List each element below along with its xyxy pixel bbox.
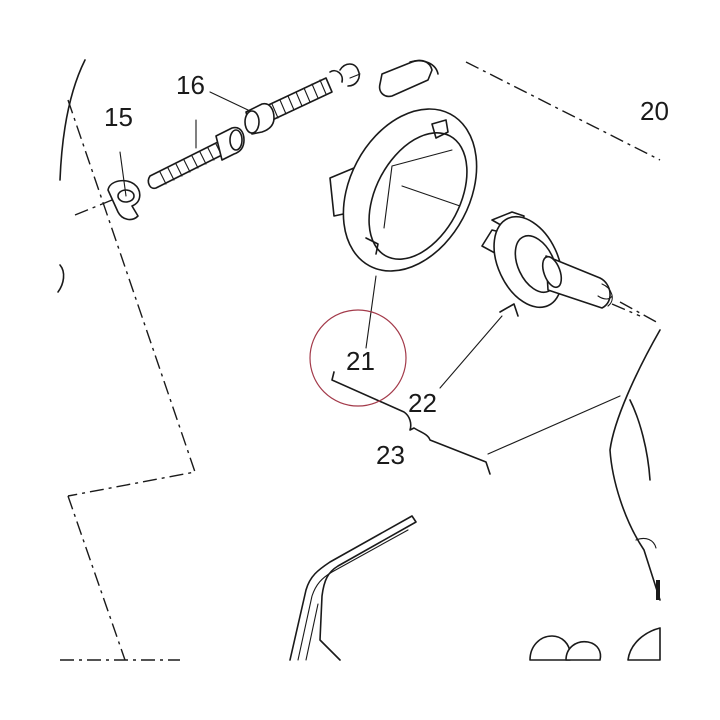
label-part-22: 22 [408, 388, 437, 418]
housing-outline [57, 59, 661, 661]
part-21-socket-ring [329, 108, 478, 349]
highlight-circle [309, 309, 407, 407]
part-23-bracket [331, 371, 621, 475]
label-part-15: 15 [104, 102, 133, 132]
part-16-bolt [209, 69, 344, 135]
upper-clip [339, 59, 439, 98]
part-15-bolt [147, 119, 245, 190]
label-part-23: 23 [376, 440, 405, 470]
label-part-21: 21 [346, 346, 375, 376]
lower-bracket [289, 515, 417, 661]
label-part-16: 16 [176, 70, 205, 100]
lower-knobs [529, 627, 661, 661]
part-15-washer [107, 151, 141, 221]
part-22-bulb [439, 211, 641, 389]
right-housing [609, 329, 661, 601]
label-part-20: 20 [640, 96, 669, 126]
